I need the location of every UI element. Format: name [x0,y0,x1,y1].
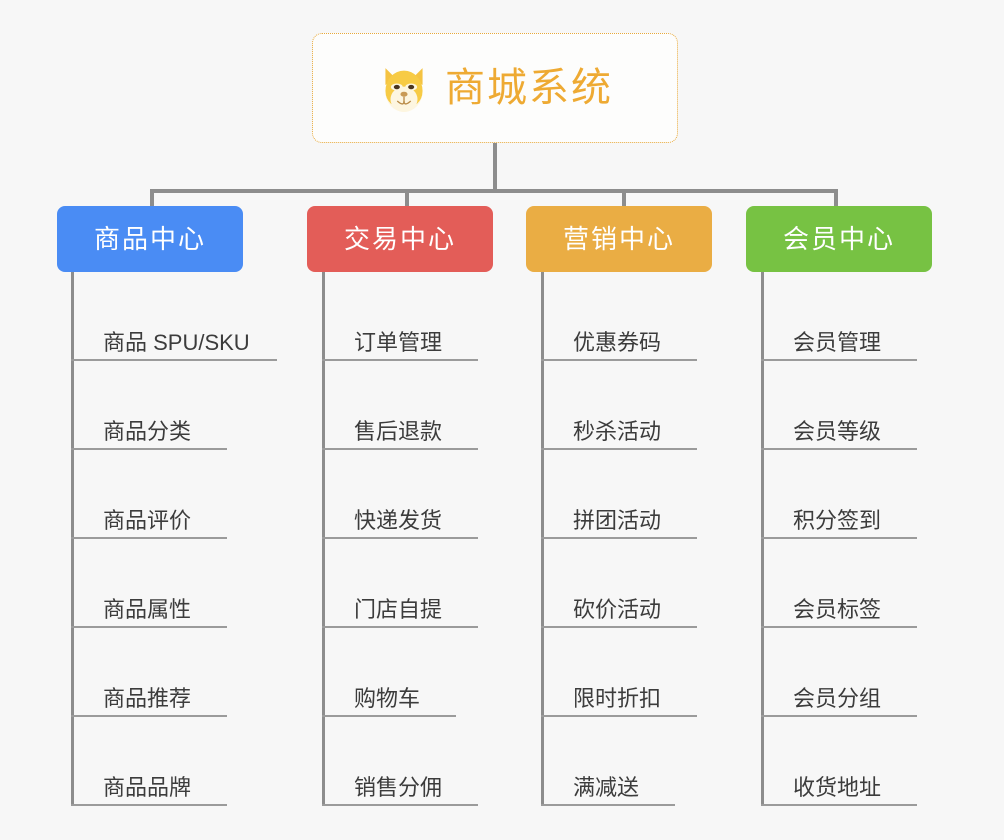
leaf-item[interactable]: 快递发货 [322,450,478,539]
leaf-trunk [71,272,74,806]
root-title: 商城系统 [445,66,613,110]
connector-drop-1 [150,189,154,206]
connector-bus [150,189,838,193]
connector-drop-4 [834,189,838,206]
leaf-column-4: 会员管理 会员等级 积分签到 会员标签 会员分组 收货地址 [761,272,917,806]
connector-drop-2 [405,189,409,206]
leaf-item[interactable]: 销售分佣 [322,717,478,806]
leaf-item[interactable]: 限时折扣 [541,628,697,717]
leaf-label: 优惠券码 [573,329,662,355]
leaf-label: 销售分佣 [354,774,443,800]
leaf-label: 会员管理 [793,329,882,355]
leaf-item[interactable]: 会员标签 [761,539,917,628]
leaf-item[interactable]: 砍价活动 [541,539,697,628]
root-node[interactable]: 商城系统 [312,33,678,143]
leaf-label: 商品分类 [103,418,192,444]
connector-root-stem [493,143,497,193]
leaf-label: 订单管理 [354,329,443,355]
leaf-item[interactable]: 会员等级 [761,361,917,450]
leaf-trunk [322,272,325,806]
leaf-label: 快递发货 [354,507,443,533]
leaf-label: 收货地址 [793,774,882,800]
leaf-column-3: 优惠券码 秒杀活动 拼团活动 砍价活动 限时折扣 满减送 [541,272,697,806]
category-node-4[interactable]: 会员中心 [746,206,932,272]
category-label: 营销中心 [562,224,675,254]
leaf-label: 秒杀活动 [573,418,662,444]
leaf-label: 商品推荐 [103,685,192,711]
leaf-label: 满减送 [573,774,640,800]
leaf-trunk [541,272,544,806]
leaf-label: 限时折扣 [573,685,662,711]
leaf-label: 积分签到 [793,507,882,533]
leaf-label: 会员等级 [793,418,882,444]
leaf-column-1: 商品 SPU/SKU 商品分类 商品评价 商品属性 商品推荐 商品品牌 [71,272,277,806]
leaf-item[interactable]: 优惠券码 [541,272,697,361]
leaf-label: 拼团活动 [573,507,662,533]
leaf-item[interactable]: 商品品牌 [71,717,227,806]
leaf-item[interactable]: 商品分类 [71,361,227,450]
leaf-item[interactable]: 拼团活动 [541,450,697,539]
leaf-item[interactable]: 满减送 [541,717,675,806]
leaf-label: 商品属性 [103,596,192,622]
leaf-item[interactable]: 秒杀活动 [541,361,697,450]
leaf-label: 商品评价 [103,507,192,533]
leaf-item[interactable]: 商品属性 [71,539,227,628]
leaf-item[interactable]: 商品推荐 [71,628,227,717]
leaf-label: 砍价活动 [573,596,662,622]
leaf-label: 购物车 [354,685,421,711]
leaf-label: 商品品牌 [103,774,192,800]
leaf-item[interactable]: 订单管理 [322,272,478,361]
leaf-item[interactable]: 会员分组 [761,628,917,717]
leaf-item[interactable]: 收货地址 [761,717,917,806]
leaf-item[interactable]: 商品评价 [71,450,227,539]
leaf-label: 会员分组 [793,685,882,711]
leaf-trunk [761,272,764,806]
leaf-item[interactable]: 门店自提 [322,539,478,628]
category-label: 交易中心 [343,224,456,254]
leaf-column-2: 订单管理 售后退款 快递发货 门店自提 购物车 销售分佣 [322,272,478,806]
leaf-item[interactable]: 积分签到 [761,450,917,539]
shiba-dog-face-icon [385,68,423,112]
leaf-label: 商品 SPU/SKU [103,329,250,355]
leaf-item[interactable]: 售后退款 [322,361,478,450]
category-node-3[interactable]: 营销中心 [526,206,712,272]
category-node-1[interactable]: 商品中心 [57,206,243,272]
leaf-label: 门店自提 [354,596,443,622]
leaf-item[interactable]: 购物车 [322,628,456,717]
connector-drop-3 [622,189,626,206]
leaf-item[interactable]: 商品 SPU/SKU [71,272,277,361]
leaf-label: 售后退款 [354,418,443,444]
category-label: 商品中心 [93,224,206,254]
category-label: 会员中心 [782,224,895,254]
leaf-item[interactable]: 会员管理 [761,272,917,361]
leaf-label: 会员标签 [793,596,882,622]
category-node-2[interactable]: 交易中心 [307,206,493,272]
